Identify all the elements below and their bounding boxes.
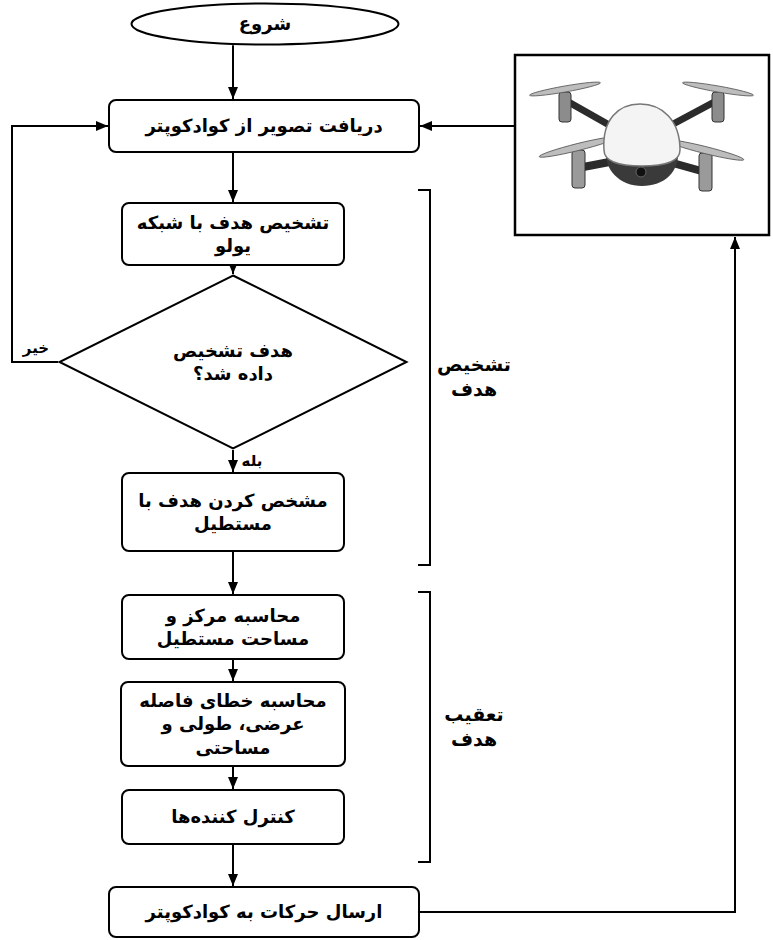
process-box: دریافت تصویر از کوادکوپتر [108, 99, 420, 153]
drone-illustration [529, 80, 754, 191]
drone-motor [559, 92, 571, 122]
drone-motor [699, 153, 712, 191]
drone-propeller [529, 80, 601, 98]
node-text: کنترل کننده‌ها [171, 805, 295, 828]
drone-motor [712, 92, 724, 122]
text-block: محاسبه خطای فاصله عرضی، طولی و مساحتی [128, 689, 338, 759]
group-label: تعقیب هدف [444, 702, 503, 751]
group-label: تشخیص هدف [437, 352, 511, 401]
text-block: تشخیص هدف با شبکه یولو [130, 211, 336, 258]
node-text: محاسبه خطای فاصله عرضی، طولی و مساحتی [128, 689, 338, 759]
process-box: کنترل کننده‌ها [121, 789, 345, 845]
node-text: محاسبه مرکز و مساحت مستطیل [130, 604, 336, 651]
flow-arrow [232, 767, 234, 789]
text-block: ارسال حرکات به کوادکوپتر [118, 900, 410, 923]
drone-propeller [682, 80, 754, 98]
drone-camera [636, 167, 646, 177]
edge-label: بله [240, 452, 265, 470]
node-text: مشخص کردن هدف با مستطیل [130, 489, 336, 536]
process-box: ارسال حرکات به کوادکوپتر [108, 886, 420, 938]
edge-label: خیر [21, 339, 51, 357]
flow-arrow [232, 845, 234, 886]
decision-diamond: هدف تشخیص داده شد؟ [58, 274, 408, 450]
process-box: تشخیص هدف با شبکه یولو [121, 202, 345, 266]
flow-arrow [232, 153, 234, 202]
process-box: محاسبه خطای فاصله عرضی، طولی و مساحتی [120, 681, 346, 767]
start-terminal: شروع [130, 2, 400, 46]
flow-arrow [232, 552, 234, 594]
flow-arrow [232, 45, 234, 99]
feedback-wire [420, 237, 735, 912]
text-block: مشخص کردن هدف با مستطیل [130, 489, 336, 536]
node-text: شروع [239, 12, 291, 35]
flow-arrow [12, 126, 108, 362]
image-wire [420, 125, 515, 127]
terminal-ellipse [132, 4, 399, 45]
group-bracket [418, 592, 430, 862]
drone-motor [572, 150, 585, 188]
decision-polygon [60, 276, 407, 449]
node-text: ارسال حرکات به کوادکوپتر [146, 900, 383, 923]
text-block: هدف تشخیص داده شد؟ [168, 339, 298, 386]
text-block: دریافت تصویر از کوادکوپتر [118, 114, 410, 137]
process-box: محاسبه مرکز و مساحت مستطیل [121, 594, 345, 660]
node-text: تشخیص هدف با شبکه یولو [130, 211, 336, 258]
text-block: کنترل کننده‌ها [130, 805, 336, 828]
decision-outline [58, 274, 408, 450]
text-block: محاسبه مرکز و مساحت مستطیل [130, 604, 336, 651]
node-text: هدف تشخیص داده شد؟ [168, 339, 298, 386]
flow-arrow [232, 660, 234, 681]
flow-arrow [232, 266, 234, 274]
drone-frame [515, 55, 769, 235]
node-text: دریافت تصویر از کوادکوپتر [145, 114, 382, 137]
process-box: مشخص کردن هدف با مستطیل [121, 472, 345, 552]
drone-shell [604, 104, 680, 166]
flow-arrow [232, 450, 234, 472]
text-block: شروع [145, 12, 385, 35]
group-bracket [418, 190, 430, 565]
